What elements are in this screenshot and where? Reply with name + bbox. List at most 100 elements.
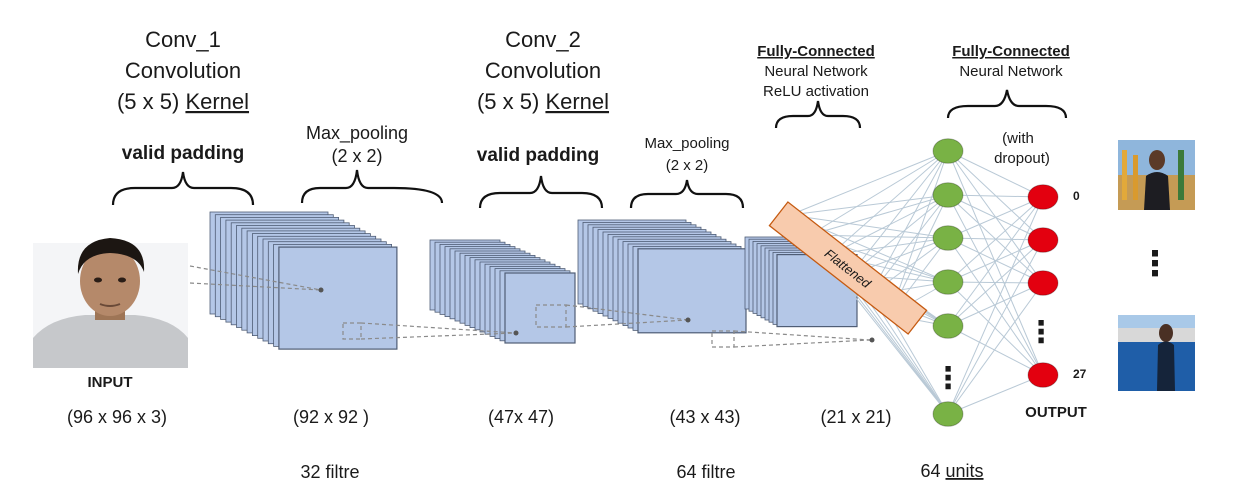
output-node — [1027, 227, 1059, 253]
projection-line — [733, 339, 871, 348]
connection-line — [947, 196, 1044, 327]
fc1-header: Fully-Connected Neural Network ReLU acti… — [757, 43, 875, 129]
projection-line — [360, 322, 517, 334]
fc2-header: Fully-Connected Neural Network (with dro… — [946, 43, 1070, 167]
input-label: INPUT — [88, 374, 133, 391]
feature-map — [278, 246, 398, 350]
fc1-line1: Neural Network — [764, 63, 868, 80]
pool2-header: Max_pooling (2 x 2) — [629, 135, 745, 209]
pool2-title: Max_pooling — [644, 135, 729, 152]
pool1-title: Max_pooling — [306, 123, 408, 144]
fc2-title: Fully-Connected — [952, 43, 1070, 60]
connection-line — [947, 196, 1044, 283]
connection-line — [947, 325, 1044, 376]
hidden-node — [932, 401, 964, 427]
conv1-kernel-size: (5 x 5) — [117, 89, 185, 114]
pool2-window — [711, 330, 735, 348]
feature-map — [637, 248, 747, 334]
output-ellipsis: ⋮ — [1026, 316, 1056, 349]
connection-line — [947, 239, 1044, 415]
filter-labels: 32 filtre 64 filtre 64 units — [300, 461, 983, 482]
connection-line — [809, 194, 949, 236]
feature-map-stacks — [209, 211, 858, 350]
output-label: OUTPUT — [1025, 404, 1087, 421]
dimension-labels: (96 x 96 x 3) (92 x 92 ) (47x 47) (43 x … — [67, 407, 892, 427]
conv1-header: Conv_1 Convolution (5 x 5) Kernel valid … — [111, 27, 255, 206]
projection-line — [733, 330, 871, 341]
connection-line — [789, 194, 949, 216]
projection-point — [685, 317, 691, 323]
connection-line — [947, 374, 1044, 415]
conv2-kernel-size: (5 x 5) — [477, 89, 545, 114]
connection-line — [829, 150, 949, 256]
fc2-line1: Neural Network — [959, 63, 1063, 80]
pool1-dims: (47x 47) — [488, 407, 554, 427]
conv2-stack — [577, 219, 747, 334]
fc2-brace — [946, 89, 1068, 119]
connection-line — [947, 150, 1044, 198]
connection-line — [947, 194, 1044, 198]
conv1-brace — [111, 171, 255, 206]
output-photos-ellipsis: ⋮ — [1138, 245, 1172, 283]
projection-point — [869, 337, 875, 343]
output-node — [1027, 362, 1059, 388]
projection-line — [360, 332, 517, 340]
person-portrait-icon — [33, 238, 188, 368]
hidden-node — [932, 269, 964, 295]
pool1-brace — [300, 169, 444, 204]
conv1-dims: (92 x 92 ) — [293, 407, 369, 427]
fc-units: 64 units — [920, 461, 983, 481]
projection-line — [189, 265, 322, 291]
pool2-brace — [629, 179, 745, 209]
conv1-title: Conv_1 — [145, 27, 221, 52]
pool2-dims: (21 x 21) — [820, 407, 891, 427]
connection-line — [947, 196, 1044, 239]
connection-line — [809, 150, 949, 236]
output-node — [1027, 184, 1059, 210]
hidden-node — [932, 182, 964, 208]
fc1-title: Fully-Connected — [757, 43, 875, 60]
pool1-header: Max_pooling (2 x 2) — [300, 123, 444, 204]
output-photo-bottom — [1118, 315, 1195, 391]
conv2-filters: 64 filtre — [676, 462, 735, 482]
conv2-subtitle: Convolution — [485, 58, 601, 83]
hidden-node — [932, 225, 964, 251]
input-dims: (96 x 96 x 3) — [67, 407, 167, 427]
projection-point — [318, 287, 324, 293]
connection-line — [947, 239, 1044, 327]
connection-line — [947, 150, 1044, 376]
connection-line — [947, 194, 1044, 376]
output-index-last: 27 — [1073, 367, 1087, 381]
pool1-window — [342, 322, 362, 340]
pool1-size: (2 x 2) — [331, 146, 382, 166]
fc1-line2: ReLU activation — [763, 83, 869, 100]
connection-line — [947, 282, 1044, 415]
fc1-brace — [774, 100, 862, 129]
conv2-window — [535, 304, 567, 328]
conv2-title: Conv_2 — [505, 27, 581, 52]
receptive-field-lines — [189, 265, 875, 348]
output-index-first: 0 — [1073, 189, 1080, 203]
output-photo-top — [1118, 140, 1195, 210]
connection-line — [947, 281, 1044, 376]
connection-line — [789, 150, 949, 216]
person-outdoor-photo-icon — [1118, 150, 1195, 210]
fc-units-number: 64 — [920, 461, 945, 481]
dense-nodes — [932, 138, 1059, 427]
projection-point — [513, 330, 519, 336]
hidden-node — [932, 138, 964, 164]
flatten-bar — [768, 201, 928, 335]
connection-line — [789, 214, 949, 239]
projection-line — [189, 282, 322, 291]
connection-line — [947, 196, 1044, 415]
fc2-dropout-line1: (with — [1002, 130, 1034, 147]
conv1-kernel-word: Kernel — [185, 89, 249, 114]
input-photo: INPUT — [33, 238, 188, 391]
conv2-brace — [478, 175, 604, 209]
conv2-header: Conv_2 Convolution (5 x 5) Kernel valid … — [477, 27, 609, 209]
conv2-kernel-word: Kernel — [545, 89, 609, 114]
output-node — [1027, 270, 1059, 296]
pool1-stack — [429, 239, 576, 344]
conv1-subtitle: Convolution — [125, 58, 241, 83]
